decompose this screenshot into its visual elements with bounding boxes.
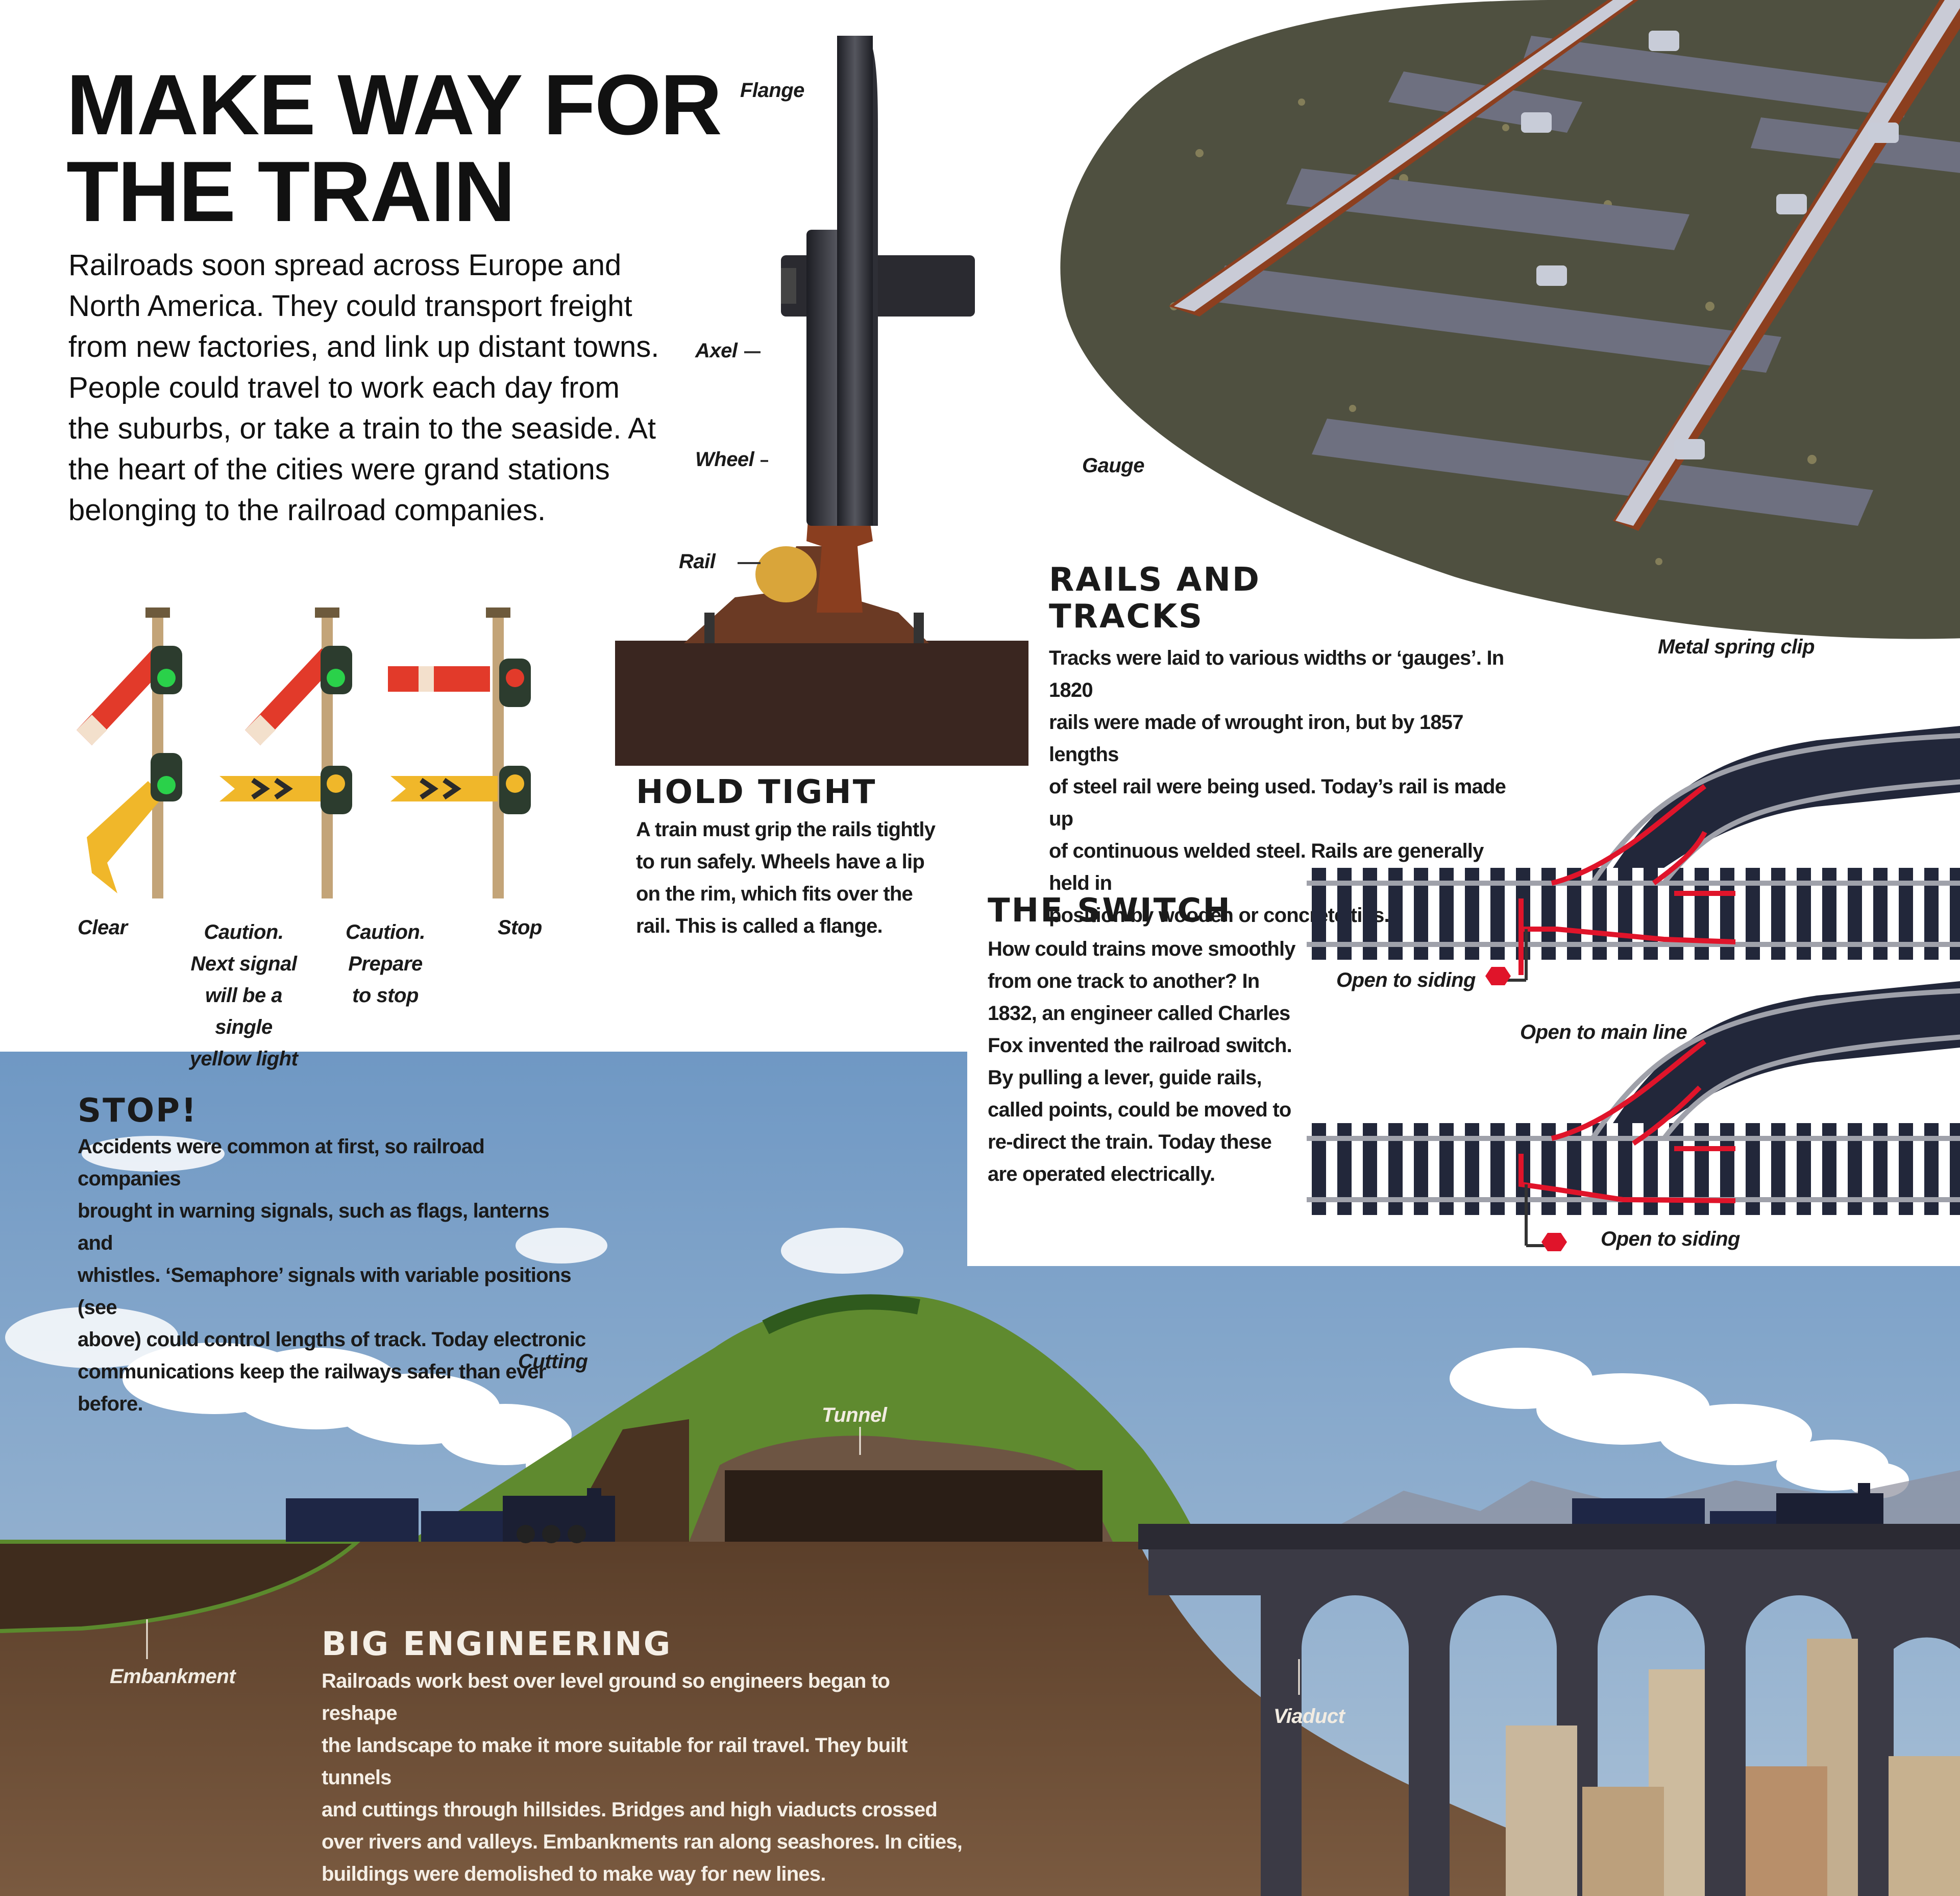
switch-text: How could trains move smoothly from one … <box>988 938 1296 1185</box>
signal-caution-single <box>219 607 352 898</box>
rail-head <box>806 505 873 613</box>
stop-text: Accidents were common at first, so railr… <box>78 1135 586 1415</box>
tunnel-opening <box>725 1470 1102 1542</box>
page-title-line-2: THE TRAIN <box>66 143 516 239</box>
label-open-to-siding-top: Open to siding <box>1336 969 1476 991</box>
label-flange: Flange <box>740 79 804 102</box>
track-illustration <box>1060 0 1960 639</box>
switch-top <box>1307 726 1960 985</box>
steam-left <box>122 1343 607 1488</box>
signal-stop <box>388 607 531 898</box>
label-open-to-siding-bottom: Open to siding <box>1601 1228 1740 1250</box>
label-signal-clear: Clear <box>78 916 128 939</box>
label-wheel: Wheel <box>695 448 754 471</box>
viaduct-piers <box>1261 1595 1894 1896</box>
hold-tight-text: A train must grip the rails tightly to r… <box>636 818 936 937</box>
page-title: MAKE WAY FOR THE TRAIN <box>66 57 722 239</box>
wheel-diagram <box>615 36 1028 766</box>
stop-heading: STOP! <box>78 1092 198 1130</box>
train-left <box>286 1488 615 1543</box>
ballast-speckles <box>1170 99 1867 565</box>
train-right <box>1572 1483 1883 1524</box>
embankment-slope <box>0 1542 357 1631</box>
label-signal-stop: Stop <box>498 916 542 939</box>
big-engineering-text: Railroads work best over level ground so… <box>322 1670 963 1885</box>
rails-tracks-heading: RAILS AND TRACKS <box>1049 561 1261 636</box>
hold-tight-heading: HOLD TIGHT <box>636 773 877 811</box>
label-axel: Axel <box>695 339 738 362</box>
label-signal-caution-single: Caution. Next signal will be a single ye… <box>189 921 298 1070</box>
viaduct-arches <box>1302 1595 1960 1649</box>
lever-indicator-bottom <box>1541 1233 1567 1251</box>
semaphore-signals <box>77 607 531 898</box>
label-open-to-main-line: Open to main line <box>1520 1021 1687 1043</box>
rails-tracks-text: Tracks were laid to various widths or ‘g… <box>1049 647 1506 927</box>
label-metal-spring-clip: Metal spring clip <box>1658 636 1815 658</box>
spring-clips <box>1521 31 1899 459</box>
town-buildings <box>1506 1639 1960 1896</box>
viaduct-deck <box>1138 1524 1960 1549</box>
label-signal-caution-prepare: Caution. Prepare to stop <box>346 921 425 1007</box>
switch-diagrams <box>1307 726 1960 1251</box>
label-tunnel: Tunnel <box>822 1404 887 1426</box>
label-rail: Rail <box>679 550 716 573</box>
label-cutting: Cutting <box>518 1350 588 1373</box>
label-embankment: Embankment <box>110 1665 236 1688</box>
label-gauge: Gauge <box>1082 454 1144 477</box>
wooden-key <box>755 546 817 602</box>
signal-clear <box>77 607 182 898</box>
page-title-line-1: MAKE WAY FOR <box>66 57 722 153</box>
ground <box>0 1542 1633 1896</box>
label-viaduct: Viaduct <box>1273 1705 1345 1728</box>
sleeper-block <box>615 641 1028 766</box>
big-engineering-heading: BIG ENGINEERING <box>322 1625 672 1663</box>
switch-heading: THE SWITCH <box>988 892 1232 930</box>
switch-bottom <box>1307 981 1960 1251</box>
intro-paragraph: Railroads soon spread across Europe and … <box>68 249 659 527</box>
lever-indicator-top <box>1485 967 1511 985</box>
steam-right <box>1450 1348 1909 1498</box>
